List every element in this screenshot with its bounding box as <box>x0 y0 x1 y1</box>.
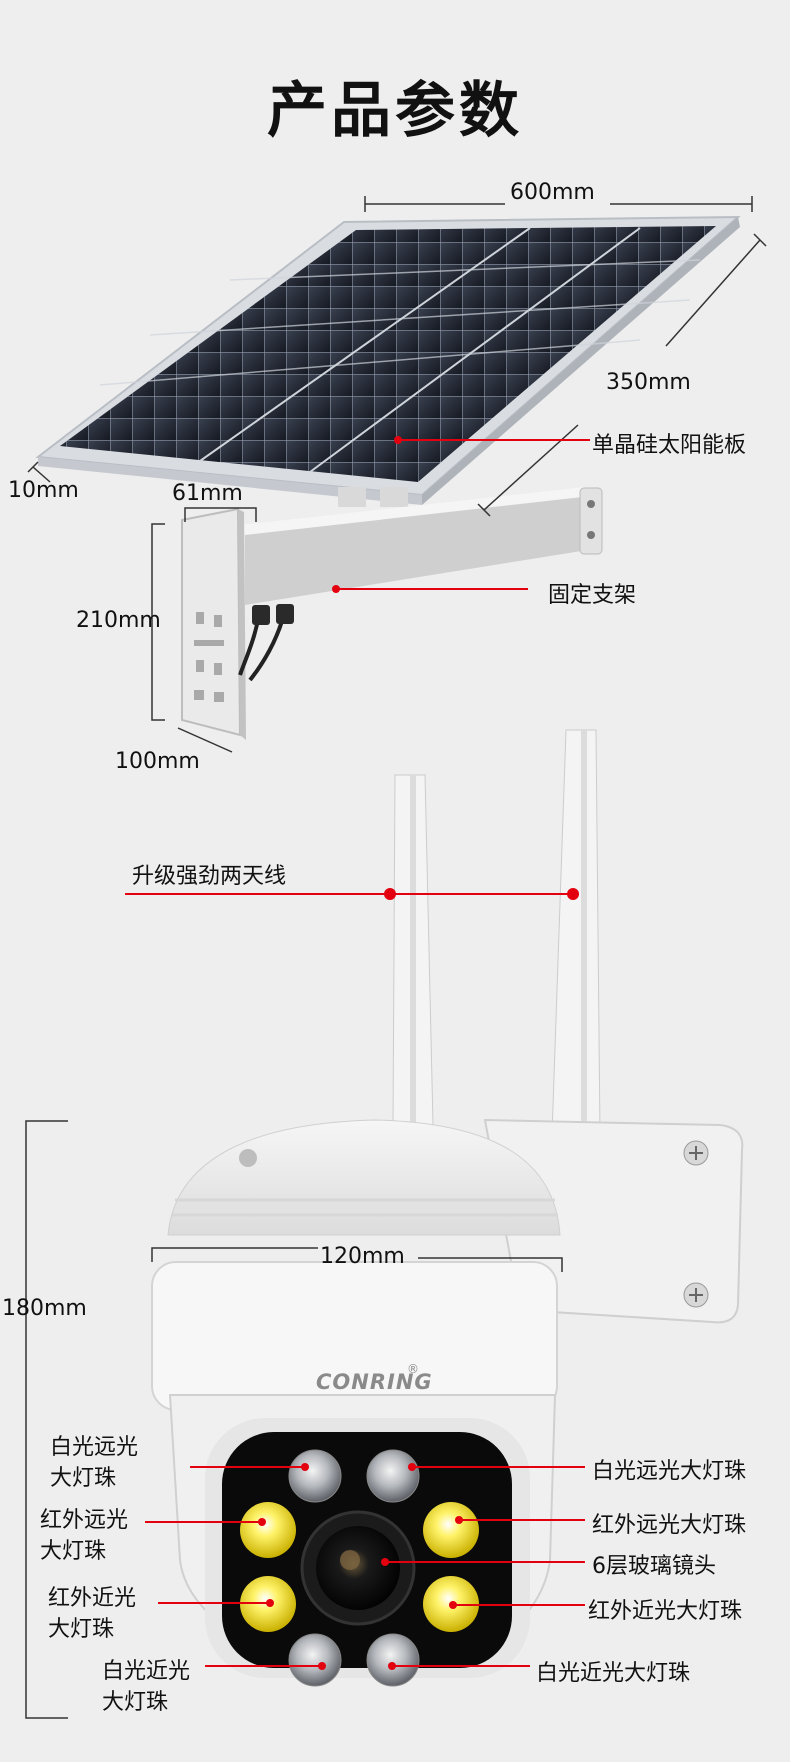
right-label-white-near: 白光近光大灯珠 <box>536 1661 691 1686</box>
right-label-lens: 6层玻璃镜头 <box>592 1554 716 1579</box>
camera-leader-lines <box>125 893 585 1667</box>
bracket-depth-label: 100mm <box>115 749 200 774</box>
camera-antennas <box>392 729 601 1136</box>
page-title: 产品参数 <box>267 76 523 146</box>
camera-lens <box>300 1510 416 1626</box>
left-label-ir-far: 红外远光 大灯珠 <box>40 1508 129 1564</box>
mounting-bracket <box>181 487 603 740</box>
left-label-white-far: 白光远光 大灯珠 <box>50 1435 139 1491</box>
bracket-label: 固定支架 <box>548 583 637 608</box>
panel-thickness-label: 10mm <box>8 478 79 503</box>
panel-width-label: 600mm <box>510 180 595 205</box>
solar-panel <box>35 215 741 505</box>
bracket-width-label: 61mm <box>172 481 243 506</box>
solar-dimension-lines <box>27 196 767 753</box>
camera-height-label: 180mm <box>2 1296 87 1321</box>
right-label-white-far: 白光远光大灯珠 <box>592 1459 747 1484</box>
left-label-white-near: 白光近光 大灯珠 <box>102 1659 191 1715</box>
registered-mark: ® <box>407 1362 419 1376</box>
brand-logo: CONRING <box>316 1370 433 1394</box>
camera-width-label: 120mm <box>320 1244 405 1269</box>
solar-panel-label: 单晶硅太阳能板 <box>592 433 747 458</box>
antenna-label: 升级强劲两天线 <box>132 864 287 889</box>
panel-depth-label: 350mm <box>606 370 691 395</box>
right-label-ir-far: 红外远光大灯珠 <box>592 1513 747 1538</box>
bracket-height-label: 210mm <box>76 608 161 633</box>
solar-leader-lines <box>336 439 590 590</box>
right-label-ir-near: 红外近光大灯珠 <box>588 1599 743 1624</box>
camera-dimension-lines <box>25 1120 563 1719</box>
left-label-ir-near: 红外近光 大灯珠 <box>48 1586 137 1642</box>
